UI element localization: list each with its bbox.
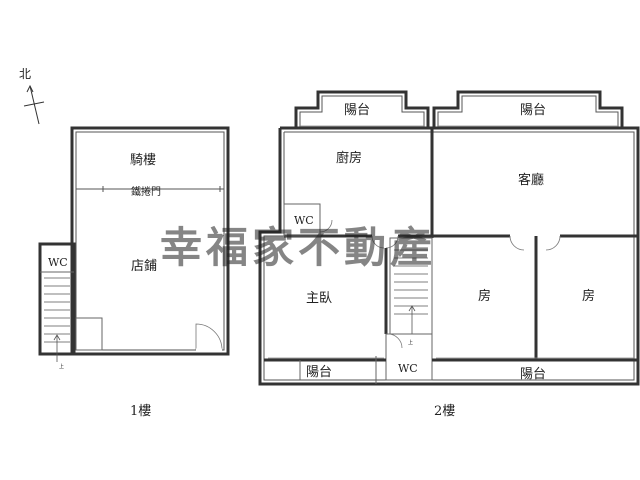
floor1-plan: 上 騎樓 鐵捲門 店鋪 WC 1樓 <box>38 126 230 419</box>
compass: 北 <box>19 67 45 125</box>
floor2-outer-wall <box>258 126 640 386</box>
compass-crossbar <box>23 101 45 107</box>
watermark-text: 幸福家不動產 <box>160 223 436 272</box>
floor1-wc-label: WC <box>48 256 68 269</box>
floor2-room-a-label: 房 <box>478 288 491 304</box>
floor2-wc-lower-label: WC <box>398 362 418 375</box>
floor2-wc-lower-wall <box>385 333 433 381</box>
floor1-closet <box>75 317 103 351</box>
floor1-arcade-label: 騎樓 <box>130 153 156 168</box>
floor1-caption: 1樓 <box>130 404 151 419</box>
floor1-stair-mark: 上 <box>59 363 64 370</box>
floor2-plan: 上 陽台 陽台 廚房 客廳 WC 主臥 房 房 陽台 WC 陽台 2樓 <box>258 90 640 419</box>
floor1-stair-arrow-icon <box>53 334 61 341</box>
compass-north-label: 北 <box>19 67 31 81</box>
floor2-living-label: 客廳 <box>518 172 544 188</box>
compass-needle <box>29 85 40 125</box>
floor1-door-swing <box>195 323 223 351</box>
floor2-room-b-label: 房 <box>582 288 595 304</box>
floor1-outer-wall-inner <box>75 131 225 351</box>
floor2-balcony-bottom-left-label: 陽台 <box>306 365 332 380</box>
floor2-balcony-bottom-right-label: 陽台 <box>520 367 546 382</box>
floor2-caption: 2樓 <box>434 404 455 419</box>
floor1-gate-label: 鐵捲門 <box>131 185 161 198</box>
floor2-wc-upper-wall <box>283 203 321 237</box>
floor1-outer-wall <box>70 126 230 356</box>
floor2-wc-upper-label: WC <box>294 214 314 227</box>
floor2-kitchen-label: 廚房 <box>336 150 362 166</box>
floor2-balcony-top-left-label: 陽台 <box>344 103 370 118</box>
floor2-balcony-top-right-label: 陽台 <box>520 103 546 118</box>
compass-arrow-icon <box>26 84 34 93</box>
floor2-balcony-top-left-wall <box>294 90 430 128</box>
floor2-master-label: 主臥 <box>306 291 332 306</box>
floor2-kitchen-door-swing <box>371 235 385 249</box>
floor2-stairs: 上 <box>394 249 428 346</box>
floor2-balcony-top-right-wall <box>432 90 624 128</box>
floor1-shop-label: 店鋪 <box>131 258 157 274</box>
floor2-stair-arrow-icon <box>408 305 416 312</box>
floor1-stairs: 上 <box>44 277 70 370</box>
floor2-stair-mark: 上 <box>408 339 413 346</box>
